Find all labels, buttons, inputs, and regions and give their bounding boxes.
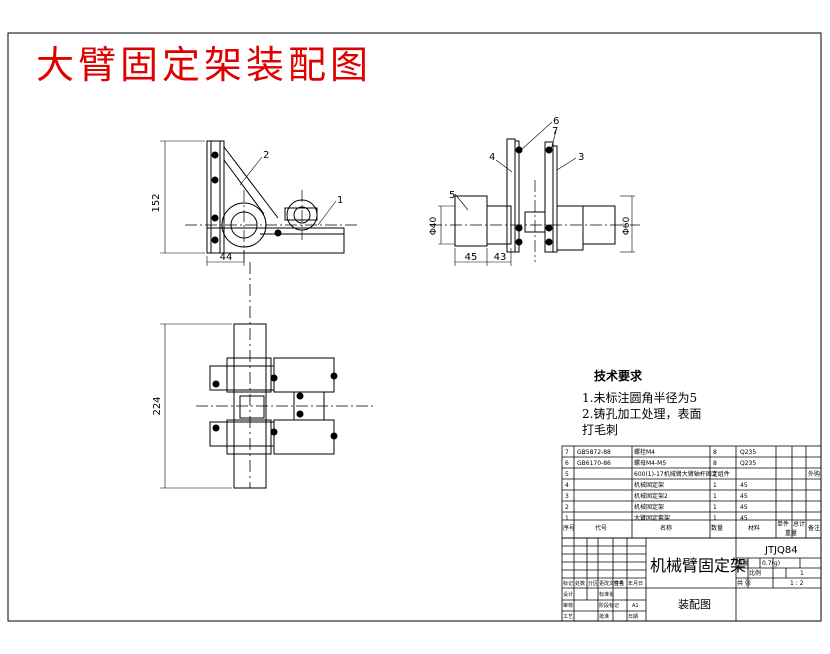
dim-height-bottom: 224: [152, 396, 163, 415]
bom-cell-mat: 45: [740, 504, 748, 511]
tb-a1: A1: [632, 603, 639, 609]
bom-header: 序号 代号 名称 数量 材料 单件 总计 重量 备注: [563, 520, 820, 537]
tb-label-weight: 重量: [737, 559, 749, 567]
dim-dia-large: Φ60: [622, 216, 632, 235]
tech-note-line: 2.铸孔加工处理，表面: [582, 407, 702, 421]
balloon-3: 3: [578, 152, 584, 163]
tb-stage: 阶段标记: [599, 602, 619, 609]
tb-label-change: 更改文件号: [599, 580, 624, 587]
top-view: [160, 262, 376, 489]
bom-cell-qty: 1: [713, 482, 717, 489]
bom-cell-name: 600(1)-17机械臂大臂轴杆固定组件: [634, 470, 730, 478]
drawing-frame: [7, 32, 822, 622]
bom-cell-code: GB6170-86: [577, 460, 611, 467]
bom-cell-name: 机械固定架2: [634, 492, 668, 500]
bom-cell-qty: 8: [713, 460, 717, 467]
bom-cell-mat: 45: [740, 482, 748, 489]
title-block: [561, 537, 822, 622]
balloon-1: 1: [337, 195, 343, 206]
title-block-text: 机械臂固定架 装配图 JTJQ84 重量 0.7(g) 比例 1 共 张 1 :…: [563, 545, 804, 620]
tb-label-count: 处数: [575, 580, 585, 587]
balloon-6: 6: [553, 116, 559, 127]
bom-cell-name: 螺栓M4: [634, 448, 655, 456]
tb-designer: 设计: [563, 591, 573, 598]
bom-hdr-weight: 重量: [785, 529, 797, 537]
bom-cell-no: 2: [565, 504, 569, 511]
bom-cell-note: 外购: [808, 470, 820, 478]
tb-label-ratio: 比例: [749, 569, 761, 577]
bom-cell-no: 5: [565, 471, 569, 478]
dim-len-43: 43: [494, 252, 507, 263]
tb-checker: 审核: [563, 602, 573, 609]
tb-scale: 1 : 2: [790, 580, 804, 587]
bom-hdr-code: 代号: [595, 524, 607, 532]
dim-dia-small: Φ40: [429, 216, 439, 235]
dim-height-top: 152: [151, 193, 162, 212]
technical-requirements: 技术要求 1.未标注圆角半径为5 2.铸孔加工处理，表面 打毛刺: [582, 368, 701, 438]
bom-cell-name: 机械固定架: [634, 481, 664, 489]
tb-process: 工艺: [563, 614, 573, 620]
tb-weight: 0.7(g): [762, 560, 780, 567]
tb-label-zone: 分区: [588, 580, 598, 587]
dim-len-45: 45: [465, 252, 478, 263]
tb-date: 日期: [628, 614, 638, 620]
bom-cell-no: 1: [565, 515, 569, 522]
bom-hdr-total: 总计: [793, 520, 805, 528]
drawing-no: JTJQ84: [764, 545, 798, 556]
bom-cell-no: 6: [565, 460, 569, 467]
bom-cell-qty: 8: [713, 449, 717, 456]
bom-cell-code: GB5872-88: [577, 449, 611, 456]
tb-label-ymd: 年月日: [628, 580, 643, 587]
drawing-type: 装配图: [678, 598, 711, 611]
bom-cell-name: 机械固定架: [634, 503, 664, 511]
bom-cell-no: 4: [565, 482, 569, 489]
bom-cell-qty: 2: [713, 471, 717, 478]
dim-width-left: 44: [220, 252, 233, 263]
tech-note-line: 打毛刺: [582, 423, 619, 437]
drawing-name: 机械臂固定架: [650, 556, 746, 575]
tech-note-line: 1.未标注圆角半径为5: [582, 391, 698, 405]
bom-hdr-name: 名称: [660, 524, 672, 532]
tb-standard: 标准化: [599, 591, 614, 598]
tb-approve: 批准: [599, 613, 609, 620]
balloon-7: 7: [552, 126, 558, 137]
bom-cell-mat: Q235: [740, 460, 756, 467]
bom-cell-no: 3: [565, 493, 569, 500]
side-view: [430, 121, 640, 266]
balloon-5: 5: [449, 190, 455, 201]
tech-notes-heading: 技术要求: [594, 369, 643, 383]
front-view: [160, 140, 360, 266]
bom-cell-no: 7: [565, 449, 569, 456]
balloon-2: 2: [263, 150, 269, 161]
bom-hdr-qty: 数量: [711, 524, 723, 532]
tb-label-mark: 标记: [563, 580, 573, 587]
bom-hdr-unit: 单件: [777, 520, 789, 528]
bom-table: [561, 445, 822, 539]
bom-cell-mat: 45: [740, 515, 748, 522]
bom-cell-qty: 1: [713, 493, 717, 500]
bom-cell-mat: Q235: [740, 449, 756, 456]
bom-hdr-mat: 材料: [748, 524, 760, 532]
bom-hdr-no: 序号: [563, 524, 575, 532]
bom-cell-mat: 45: [740, 493, 748, 500]
balloon-4: 4: [489, 152, 495, 163]
bom-cell-qty: 1: [713, 515, 717, 522]
tb-label-sign: 签名: [614, 580, 624, 587]
tb-label-sheet: 共 张: [737, 579, 751, 587]
tb-ratio: 1: [800, 570, 804, 577]
bom-hdr-note: 备注: [808, 524, 820, 532]
bom-cell-name: 螺母M4-M5: [634, 459, 666, 467]
bom-cell-name: 大臂固定套架: [634, 514, 670, 522]
bom-cell-qty: 1: [713, 504, 717, 511]
drawing-title: 大臂固定架装配图: [36, 43, 373, 87]
